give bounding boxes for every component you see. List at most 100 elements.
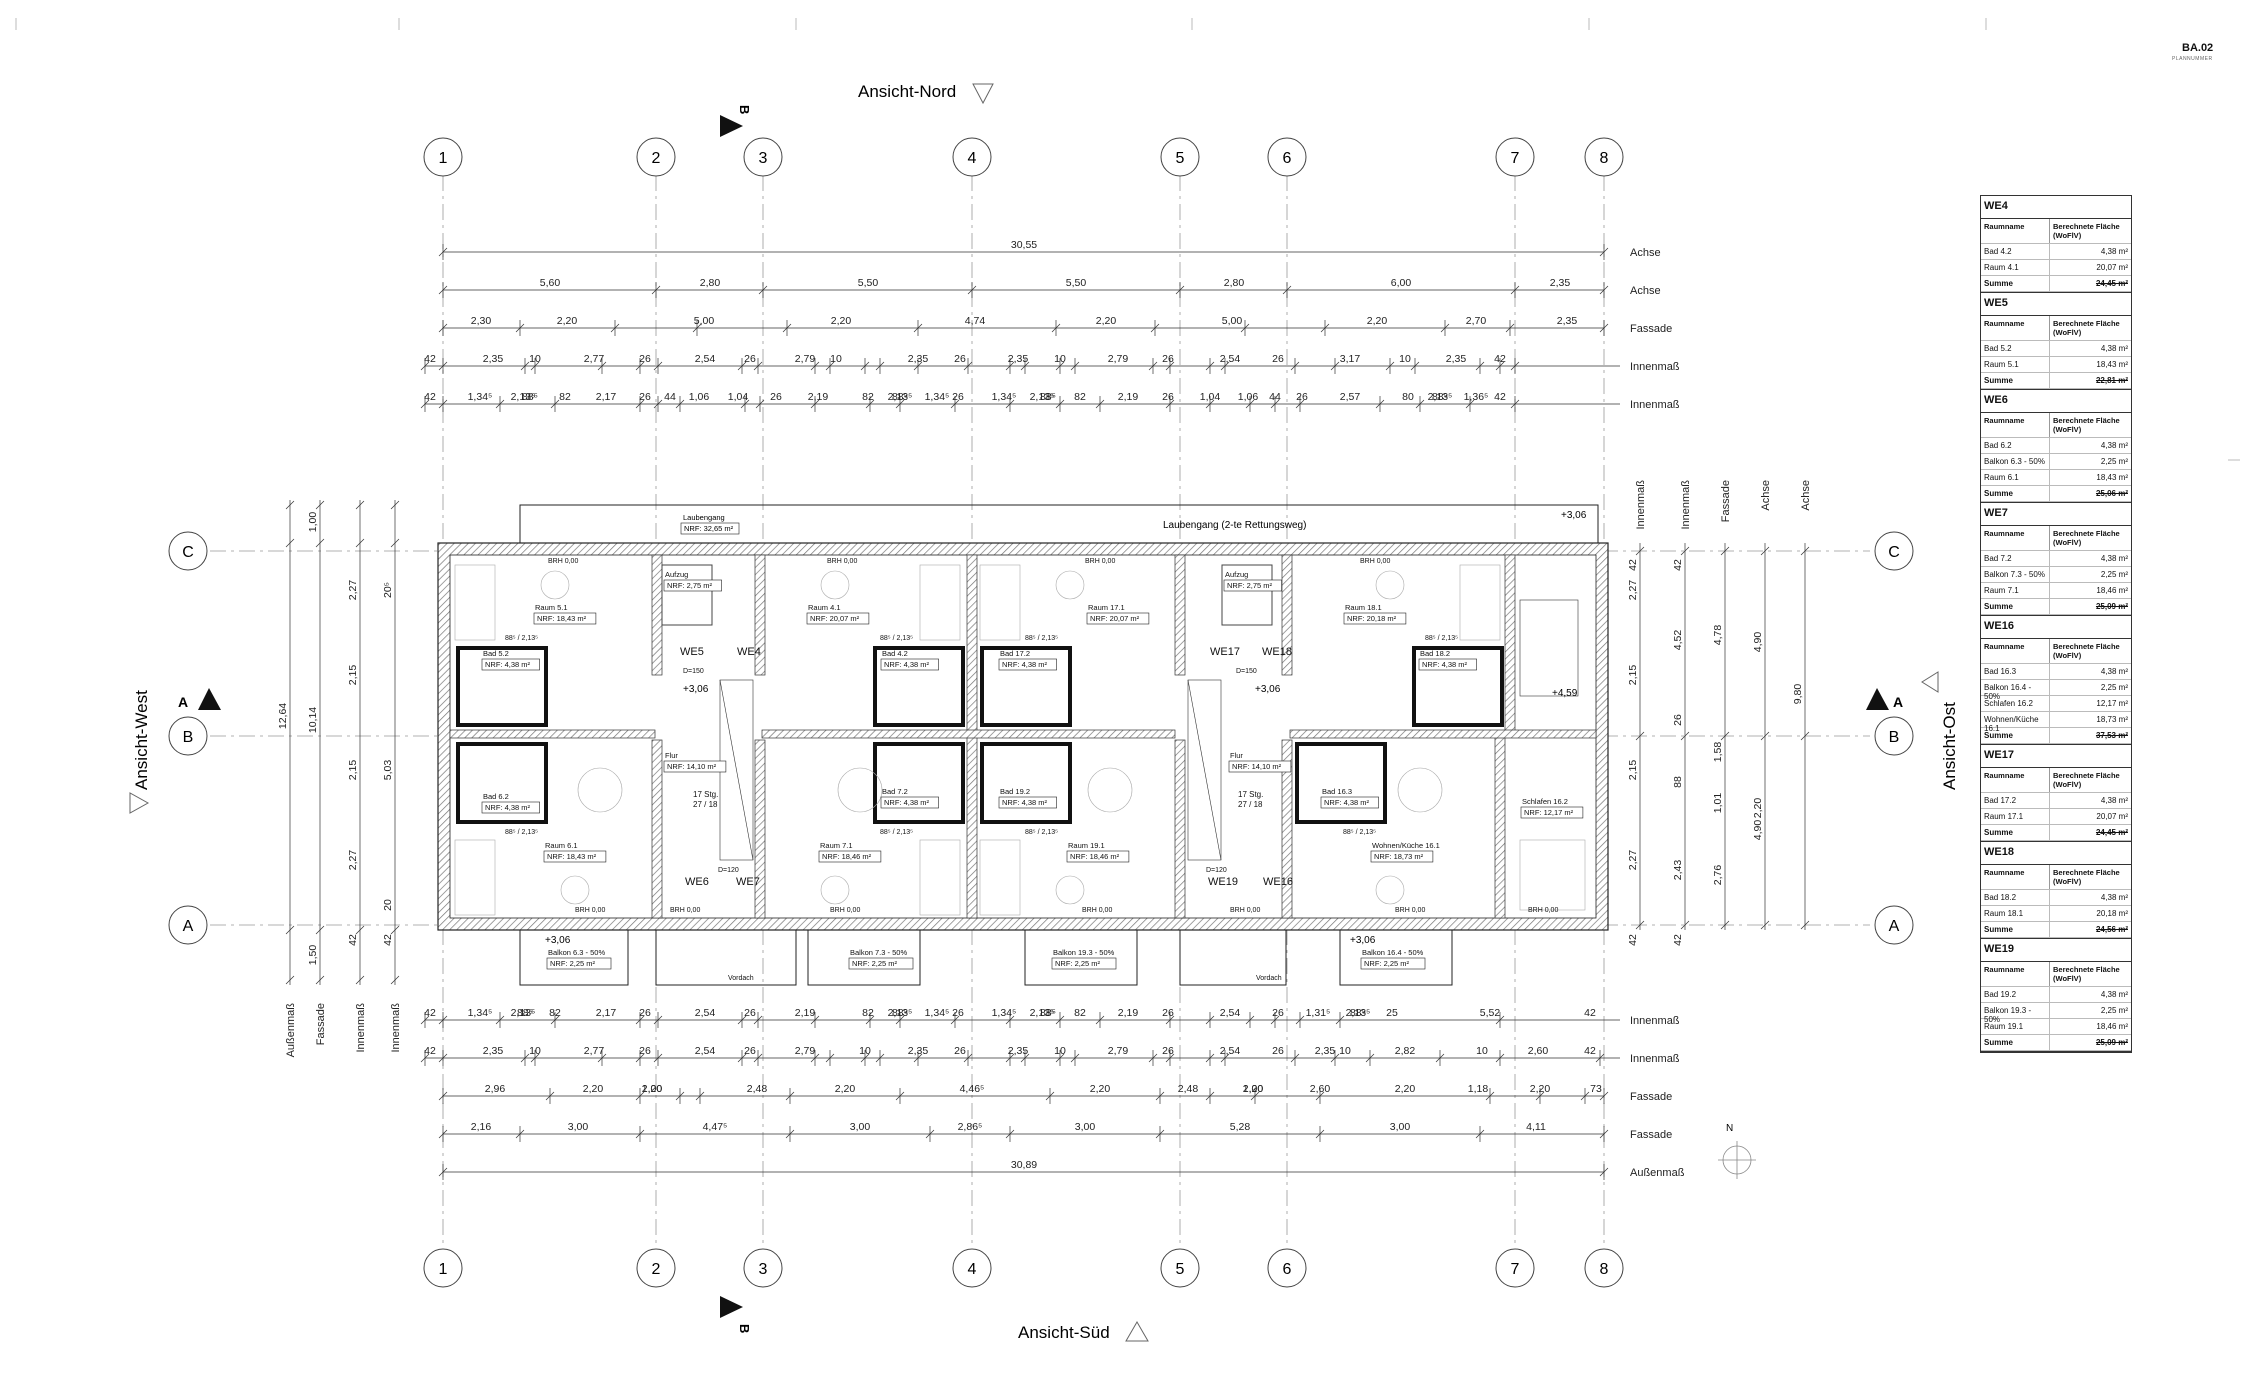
dimension-tick bbox=[1720, 546, 1730, 556]
section-a-right-label: A bbox=[1893, 694, 1903, 710]
room-name: Schlafen 16.2 bbox=[1522, 797, 1568, 806]
dimension-value: 1,00 bbox=[1243, 1083, 1264, 1095]
dimension-value: 2,82 bbox=[1395, 1045, 1416, 1057]
dimension-value: 88⁵ bbox=[522, 391, 538, 403]
row-area: 4,38 m² bbox=[2049, 341, 2131, 356]
header-area: Berechnete Fläche (WoFlV) bbox=[2049, 962, 2131, 986]
dimension-tick bbox=[1760, 546, 1770, 556]
dimension-value: 2,27 bbox=[1627, 850, 1639, 871]
dimension-value: 2,27 bbox=[1627, 580, 1639, 601]
row-area: 12,17 m² bbox=[2049, 696, 2131, 711]
brh-label: BRH 0,00 bbox=[1230, 907, 1260, 914]
dimension-value: 2,19 bbox=[795, 1007, 816, 1019]
north-arrow-icon: N bbox=[1718, 1123, 1756, 1179]
dimension-value: 2,17 bbox=[596, 391, 617, 403]
balcony-name: Balkon 16.4 - 50% bbox=[1362, 948, 1424, 957]
door-mark: D=120 bbox=[1206, 867, 1227, 874]
room-area-box bbox=[880, 796, 939, 809]
brh-label: BRH 0,00 bbox=[1082, 907, 1112, 914]
dimension-value: 42 bbox=[1494, 391, 1506, 403]
laubengang-label: Laubengang bbox=[683, 513, 725, 522]
row-room-name: Raum 7.1 bbox=[1984, 586, 2019, 595]
header-area: Berechnete Fläche (WoFlV) bbox=[2049, 865, 2131, 889]
room-name: Flur bbox=[1230, 751, 1243, 760]
room-area-box bbox=[818, 850, 882, 863]
grid-bubble-2 bbox=[636, 1248, 676, 1288]
room-area-box bbox=[880, 658, 939, 671]
dimension-tick bbox=[1680, 731, 1690, 741]
dimension-chain-label: Innenmaß bbox=[390, 1003, 402, 1053]
room-area-box bbox=[1370, 850, 1434, 863]
dimension-value: 26 bbox=[639, 1007, 651, 1019]
dimension-chain-label: Innenmaß bbox=[355, 1003, 367, 1053]
dimension-value: 2,20 bbox=[831, 315, 852, 327]
dimension-value: 1,04 bbox=[1200, 391, 1221, 403]
dimension-value: 10 bbox=[1476, 1045, 1488, 1057]
dimension-value: 2,54 bbox=[1220, 353, 1241, 365]
unit-title: WE18 bbox=[1981, 842, 2131, 865]
grid-bubble-7 bbox=[1495, 137, 1535, 177]
header-area: Berechnete Fläche (WoFlV) bbox=[2049, 526, 2131, 550]
dimension-value: 26 bbox=[639, 353, 651, 365]
view-label-north: Ansicht-Nord bbox=[858, 82, 956, 101]
sum-value: 25,09 m² bbox=[2049, 1035, 2131, 1050]
brh-label: BRH 0,00 bbox=[827, 558, 857, 565]
grid-bubble-label: 6 bbox=[1283, 1261, 1292, 1278]
row-area: 18,46 m² bbox=[2049, 1019, 2131, 1034]
dimension-tick bbox=[1720, 731, 1730, 741]
dimension-tick bbox=[315, 538, 325, 548]
stair-ratio: 27 / 18 bbox=[693, 800, 718, 809]
dimension-value: 26 bbox=[1272, 353, 1284, 365]
grid-bubble-2 bbox=[636, 137, 676, 177]
dimension-value: 5,52 bbox=[1480, 1007, 1501, 1019]
room-area-box bbox=[998, 796, 1057, 809]
sum-label: Summe bbox=[1984, 376, 2013, 385]
grid-bubble-label: 3 bbox=[759, 150, 768, 167]
room-area-box bbox=[1066, 850, 1130, 863]
dimension-value: 1,31⁵ bbox=[1306, 1007, 1331, 1019]
balcony-area-box bbox=[848, 957, 914, 970]
room-name: Wohnen/Küche 16.1 bbox=[1372, 841, 1440, 850]
dimension-value: 26 bbox=[744, 1045, 756, 1057]
dimension-value: 10 bbox=[830, 353, 842, 365]
room-name: Aufzug bbox=[1225, 570, 1248, 579]
dimension-value: 1,06 bbox=[689, 391, 710, 403]
balcony-area-box bbox=[546, 957, 612, 970]
dimension-value: 1,34⁵ bbox=[992, 391, 1017, 403]
row-area: 4,38 m² bbox=[2049, 438, 2131, 453]
room-area-box bbox=[806, 612, 870, 625]
dimension-value: 26 bbox=[1162, 391, 1174, 403]
room-name: Raum 17.1 bbox=[1088, 603, 1125, 612]
row-room-name: Bad 16.3 bbox=[1984, 667, 2017, 676]
unit-label: WE5 bbox=[680, 646, 704, 658]
grid-bubble-label: A bbox=[1889, 918, 1900, 935]
sum-value: 24,45 m² bbox=[2049, 825, 2131, 840]
dimension-value: 2,15 bbox=[1627, 760, 1639, 781]
dimension-value: 2,20 bbox=[557, 315, 578, 327]
row-area: 2,25 m² bbox=[2049, 567, 2131, 582]
dimension-value: 88⁵ bbox=[1350, 1007, 1366, 1019]
dimension-value: 26 bbox=[1272, 1007, 1284, 1019]
unit-title: WE5 bbox=[1981, 293, 2131, 316]
dimension-tick bbox=[285, 975, 295, 985]
stair-steps: 17 Stg. bbox=[1238, 790, 1263, 799]
dimension-value: 2,57 bbox=[1340, 391, 1361, 403]
dimension-value: 20⁵ bbox=[382, 582, 394, 598]
dimension-value: 1,00 bbox=[642, 1083, 663, 1095]
dimension-value: 30,55 bbox=[1011, 239, 1037, 251]
level-east: +4,59 bbox=[1552, 688, 1578, 699]
room-name: Raum 6.1 bbox=[545, 841, 578, 850]
grid-bubble-4 bbox=[952, 137, 992, 177]
unit-title: WE19 bbox=[1981, 939, 2131, 962]
